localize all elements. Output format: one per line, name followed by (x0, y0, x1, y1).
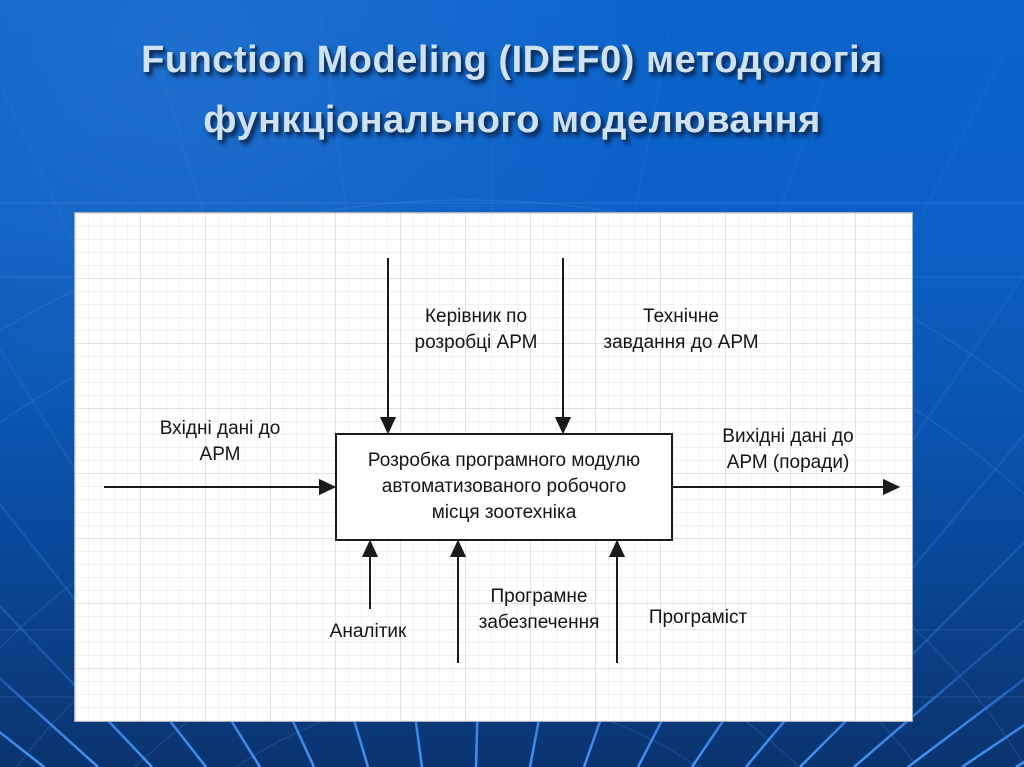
control-arrow-1-head (379, 417, 397, 435)
input-arrow (104, 478, 337, 496)
control-label-1-line-2: розробці АРМ (414, 332, 538, 353)
mechanism-label-2-line-1: Програмне (490, 586, 588, 607)
process-box: Розробка програмного модулю автоматизова… (335, 433, 673, 541)
process-box-line-1: Розробка програмного модулю (367, 450, 641, 471)
process-box-line-2: автоматизованого робочого (381, 476, 627, 497)
control-label-2-line-1: Технічне (643, 306, 719, 327)
control-label-2-line-2: завдання до АРМ (603, 332, 759, 353)
title-line-2: функціонального моделювання (203, 99, 821, 141)
process-box-line-3: місця зоотехніка (431, 502, 577, 523)
output-arrow (673, 478, 901, 496)
slide-title: Function Modeling (IDEF0) методологія фу… (0, 30, 1024, 150)
output-label-line-1: Вихідні дані до (722, 426, 854, 447)
mechanism-arrow-1 (361, 539, 379, 609)
mechanism-arrow-3-head (608, 539, 626, 557)
input-label-line-2: АРМ (199, 444, 241, 465)
output-label: Вихідні дані до АРМ (поради) (722, 424, 853, 476)
control-label-2: Технічне завдання до АРМ (603, 304, 758, 356)
control-arrow-2-head (554, 417, 572, 435)
control-arrow-2 (554, 258, 572, 435)
output-label-line-2: АРМ (поради) (726, 452, 850, 473)
mechanism-label-3-line-1: Програміст (648, 607, 748, 628)
mechanism-arrow-2-head (449, 539, 467, 557)
control-label-1-line-1: Керівник по (424, 306, 528, 327)
mechanism-arrow-2 (449, 539, 467, 663)
mechanism-label-2: Програмне забезпечення (479, 584, 600, 636)
mechanism-arrow-3 (608, 539, 626, 663)
mechanism-label-1-line-1: Аналітик (329, 621, 407, 642)
input-label-line-1: Вхідні дані до (159, 418, 281, 439)
title-line-1: Function Modeling (IDEF0) методологія (141, 39, 883, 81)
input-label: Вхідні дані до АРМ (160, 416, 281, 468)
output-arrow-head (883, 478, 901, 496)
control-label-1: Керівник по розробці АРМ (415, 304, 538, 356)
mechanism-label-1: Аналітик (330, 619, 407, 645)
mechanism-label-3: Програміст (649, 605, 747, 631)
diagram-panel: Керівник по розробці АРМ Технічне завдан… (74, 212, 913, 722)
mechanism-label-2-line-2: забезпечення (478, 612, 600, 633)
control-arrow-1 (379, 258, 397, 435)
mechanism-arrow-1-head (361, 539, 379, 557)
input-arrow-head (319, 478, 337, 496)
arrow-layer (104, 258, 901, 663)
